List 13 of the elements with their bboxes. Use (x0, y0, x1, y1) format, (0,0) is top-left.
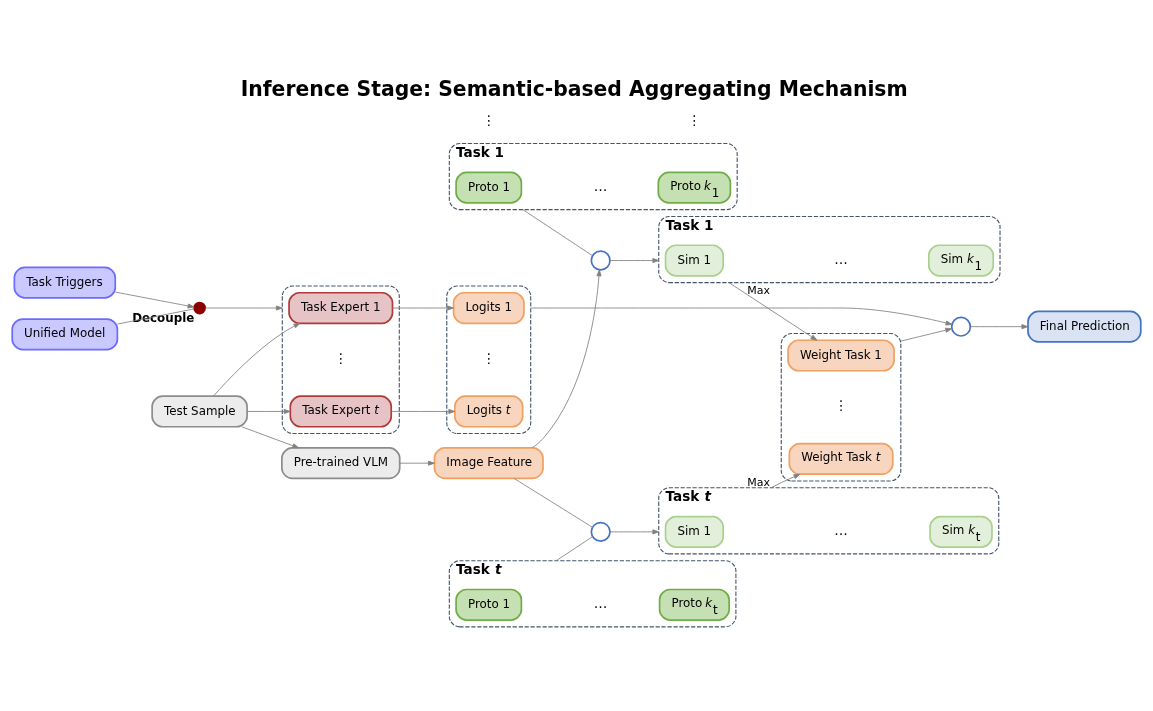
label: … (593, 177, 608, 194)
label: ⋮ (687, 111, 702, 128)
label: ⋮ (334, 349, 348, 366)
node-label: Decouple (132, 311, 195, 326)
edge-label: Max (747, 283, 771, 297)
label: ⋮ (481, 349, 496, 366)
label: … (834, 250, 848, 267)
label: ⋮ (481, 111, 496, 128)
diagram-title: Inference Stage: Semantic-based Aggregating Mechanism (240, 77, 908, 102)
edge-label: Max (747, 476, 771, 490)
label: … (593, 595, 608, 611)
label: … (834, 522, 848, 539)
label: ⋮ (834, 397, 848, 414)
